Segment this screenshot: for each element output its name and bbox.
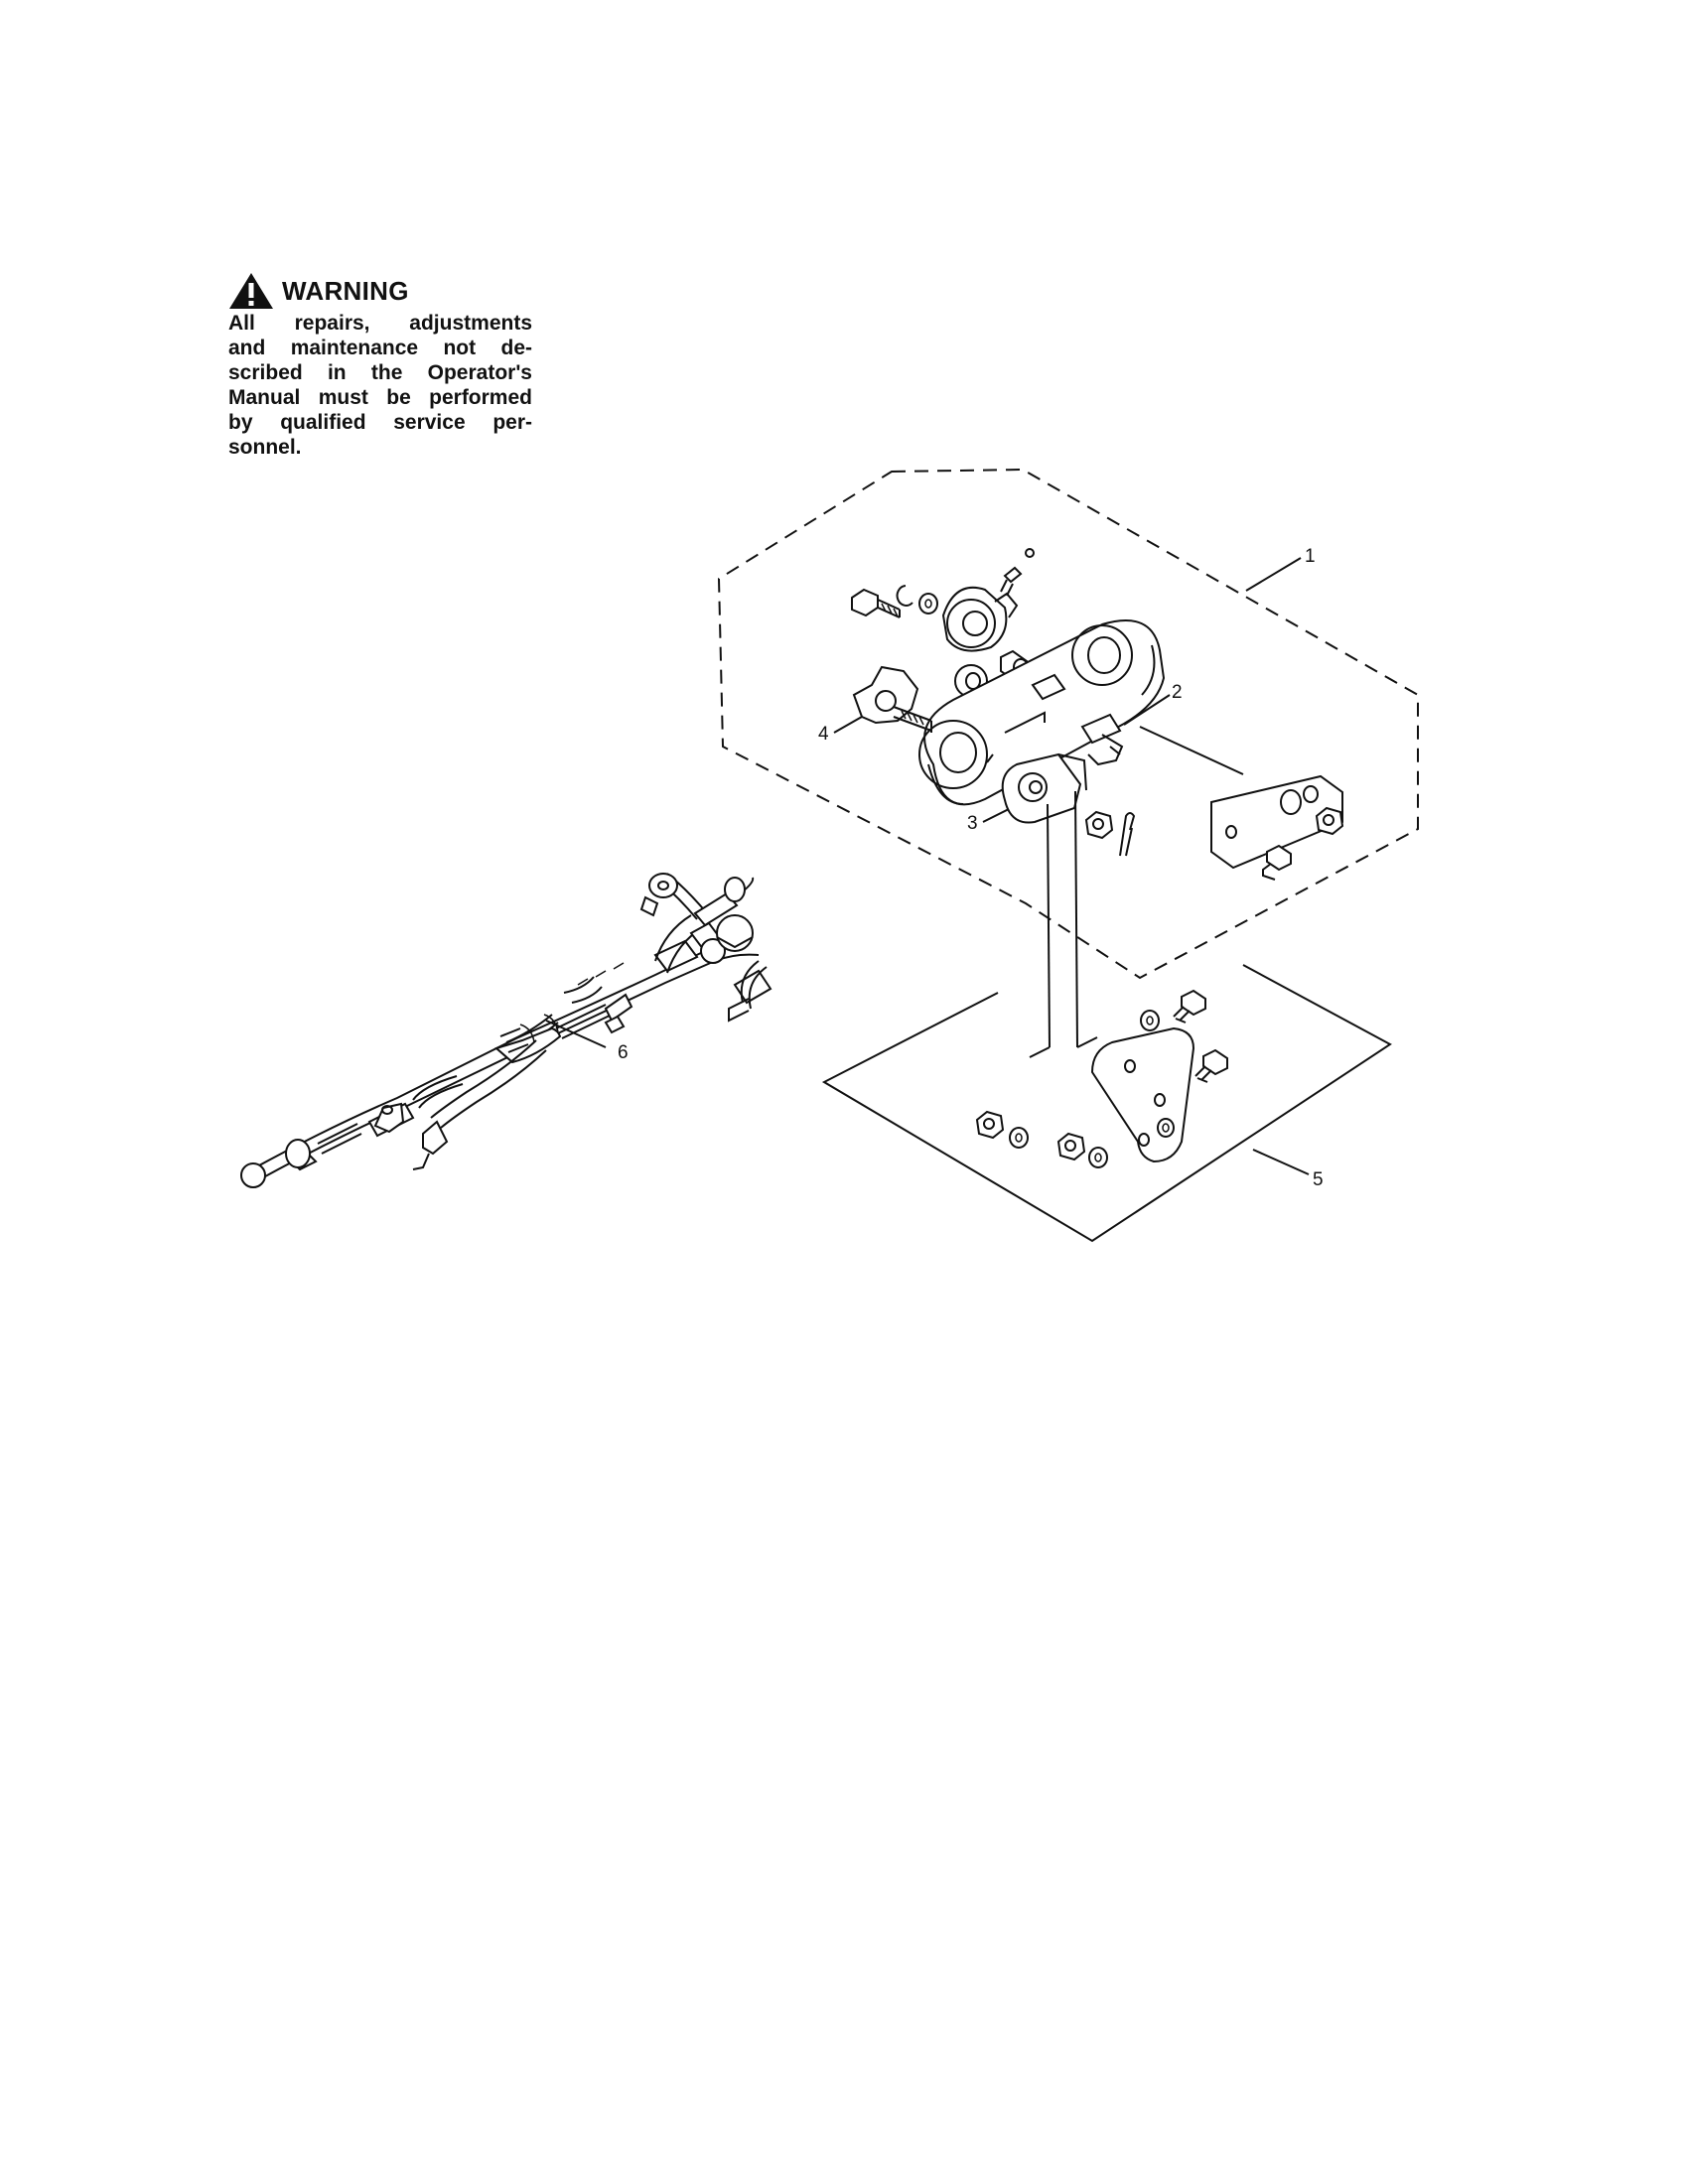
plate-bolt-icon [1262,844,1292,881]
lower-nut-icon [975,1110,1005,1140]
callout-3: 3 [967,813,978,834]
e-clip-icon [896,585,913,607]
warning-line: sonnel. [228,436,302,459]
callout-5: 5 [1313,1169,1324,1190]
hex-bolt-icon [851,588,901,618]
lower-washer-icon [1088,1147,1108,1168]
callout-6: 6 [618,1042,629,1063]
lower-washer-icon [1009,1127,1029,1149]
support-rod-icon [1029,790,1098,1058]
warning-text: All repairs, adjustments and maintenance… [228,311,532,460]
leader-line-1 [1245,557,1302,592]
star-knob-icon [852,665,932,733]
cotter-pin-icon [1119,812,1136,857]
warning-title: WARNING [282,275,409,306]
bushing-icon [941,586,1019,652]
leader-line-5 [1252,1149,1310,1175]
plate-nut-icon [1315,806,1344,836]
lower-washer-icon [1140,1010,1160,1031]
angle-bracket-icon [1090,1026,1195,1163]
lock-nut-icon [1084,810,1114,840]
set-screw-icon [1000,566,1023,597]
warning-line: by qualified service per- [228,411,532,434]
pivot-block-icon [1001,752,1087,824]
kit-boundary-dashed [717,468,1419,980]
mounting-kit-outline [821,964,1392,1243]
throttle-cable-icon [240,873,772,1188]
lower-bolt-icon [1194,1048,1228,1083]
lower-bolt-icon [1173,989,1206,1024]
washer-icon [918,593,938,614]
warning-line: scribed in the Operator's [228,361,532,384]
warning-line: Manual must be performed [228,386,532,409]
callout-2: 2 [1172,682,1183,703]
ball-icon [1025,548,1035,558]
warning-line: and maintenance not de- [228,337,532,359]
callout-1: 1 [1305,546,1316,567]
assembly-line [1139,726,1244,775]
lower-nut-icon [1056,1132,1086,1161]
warning-triangle-icon [229,273,273,309]
lower-washer-icon [1157,1118,1175,1138]
mount-bracket-icon [918,619,1166,806]
warning-block: WARNING All repairs, adjustments and mai… [228,271,532,460]
leader-line-4 [833,716,863,734]
warning-header: WARNING [228,271,532,311]
callout-4: 4 [818,724,829,745]
shoulder-bolt-icon [1080,713,1124,766]
warning-line: All repairs, adjustments [228,312,532,335]
